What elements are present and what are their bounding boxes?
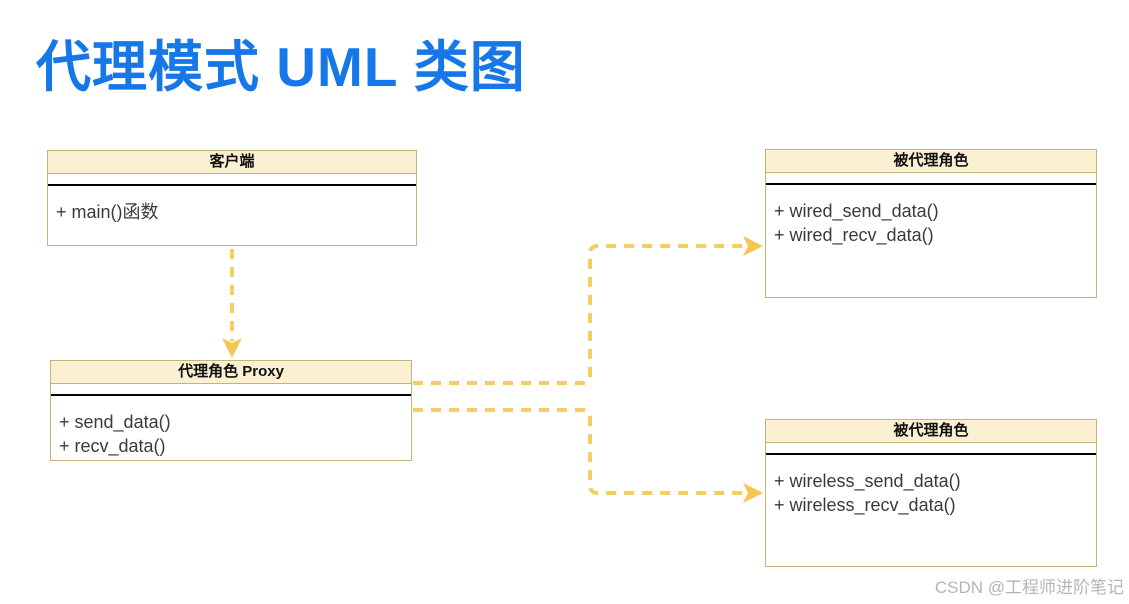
class-attributes-wireless <box>766 443 1096 455</box>
method-item: + main()函数 <box>56 202 159 222</box>
class-name-client: 客户端 <box>48 151 416 174</box>
class-methods-wired: + wired_send_data() + wired_recv_data() <box>766 185 1096 297</box>
method-item: + send_data() <box>59 412 171 432</box>
class-attributes-wired <box>766 173 1096 185</box>
method-item: + recv_data() <box>59 436 166 456</box>
arrowhead-right-icon <box>743 236 763 256</box>
dependency-arrow-proxy-to-wireless <box>413 408 763 503</box>
dependency-arrow-client-to-proxy <box>222 249 242 358</box>
class-box-client: 客户端 + main()函数 <box>47 150 417 246</box>
class-attributes-client <box>48 174 416 186</box>
class-name-proxy: 代理角色 Proxy <box>51 361 411 384</box>
watermark: CSDN @工程师进阶笔记 <box>934 578 1124 597</box>
method-item: + wired_recv_data() <box>774 225 934 245</box>
arrowhead-down-icon <box>222 338 242 358</box>
class-box-wired: 被代理角色 + wired_send_data() + wired_recv_d… <box>765 149 1097 298</box>
page-title: 代理模式 UML 类图 <box>36 36 526 98</box>
method-item: + wired_send_data() <box>774 201 939 221</box>
connector-line <box>413 244 744 385</box>
class-attributes-proxy <box>51 384 411 396</box>
class-box-proxy: 代理角色 Proxy + send_data() + recv_data() <box>50 360 412 461</box>
class-methods-wireless: + wireless_send_data() + wireless_recv_d… <box>766 455 1096 566</box>
arrowhead-right-icon <box>743 483 763 503</box>
dependency-arrow-proxy-to-wired <box>413 236 763 385</box>
method-item: + wireless_send_data() <box>774 471 961 491</box>
class-box-wireless: 被代理角色 + wireless_send_data() + wireless_… <box>765 419 1097 567</box>
class-name-wireless: 被代理角色 <box>766 420 1096 443</box>
class-name-wired: 被代理角色 <box>766 150 1096 173</box>
connector-line <box>413 408 744 495</box>
class-methods-client: + main()函数 <box>48 186 416 245</box>
method-item: + wireless_recv_data() <box>774 495 956 515</box>
class-methods-proxy: + send_data() + recv_data() <box>51 396 411 460</box>
